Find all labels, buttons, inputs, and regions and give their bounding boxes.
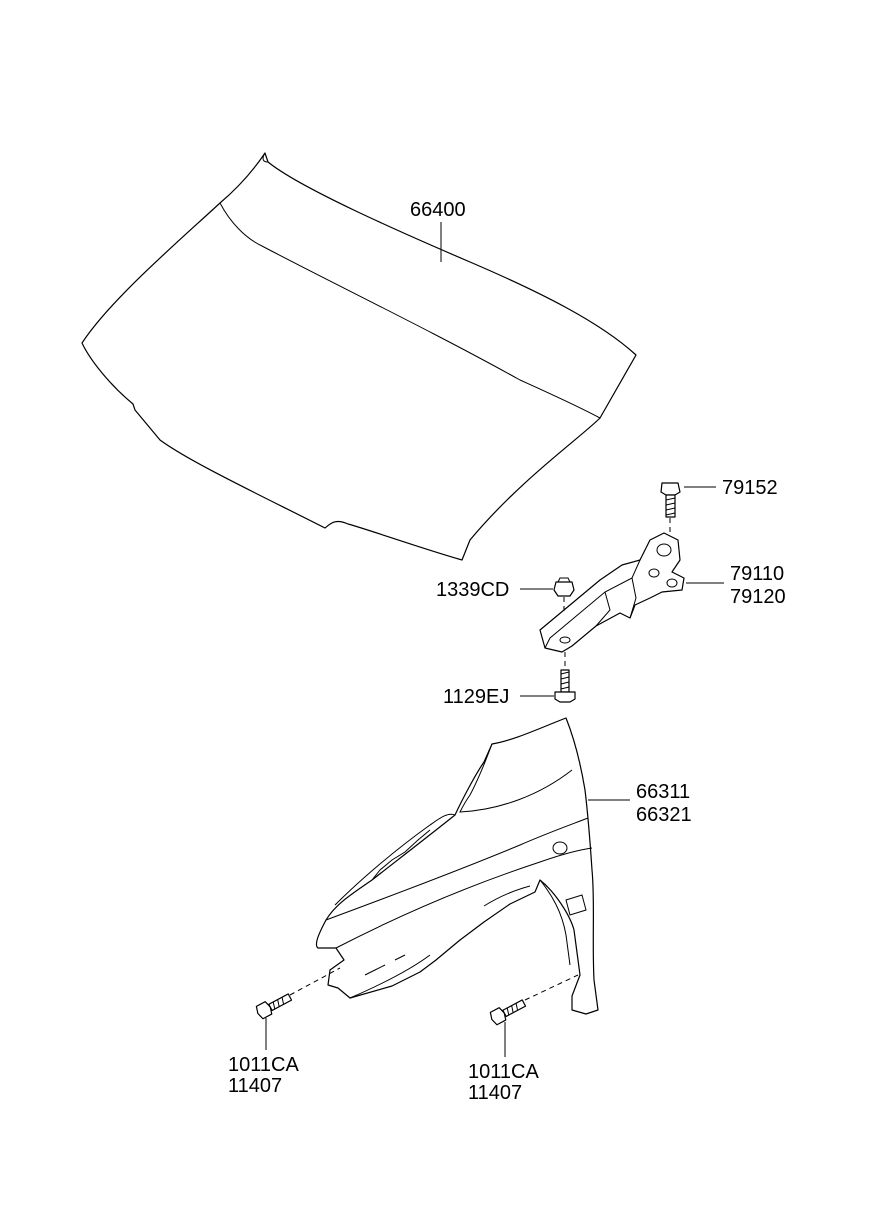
fender-bolt-right-part-number-b: 11407 <box>468 1082 522 1104</box>
fender-rh-part-number: 66321 <box>636 804 692 826</box>
hinge-bolt <box>660 482 681 518</box>
stud-bolt <box>554 669 576 703</box>
hood-panel <box>81 152 637 561</box>
hood-hinge <box>539 532 685 653</box>
fender-bolt-right-part-number-a: 1011CA <box>468 1061 539 1083</box>
fender-bolt-right <box>489 999 527 1026</box>
stud-part-number: 1129EJ <box>443 686 509 708</box>
hinge-nut <box>553 577 575 597</box>
fender-bolt-left-axis <box>289 967 341 996</box>
hinge-rh-part-number: 79120 <box>730 586 786 608</box>
nut-part-number: 1339CD <box>436 579 509 601</box>
front-fender <box>315 717 599 1015</box>
fender-bolt-left-part-number-a: 1011CA <box>228 1054 299 1076</box>
fender-bolt-left-part-number-b: 11407 <box>228 1075 282 1097</box>
hood-part-number: 66400 <box>410 199 466 221</box>
fender-bolt-left <box>255 993 293 1020</box>
hinge-lh-part-number: 79110 <box>730 563 784 585</box>
fender-lh-part-number: 66311 <box>636 781 690 803</box>
hinge-bolt-part-number: 79152 <box>722 477 778 499</box>
fender-bolt-right-axis <box>524 974 579 1001</box>
